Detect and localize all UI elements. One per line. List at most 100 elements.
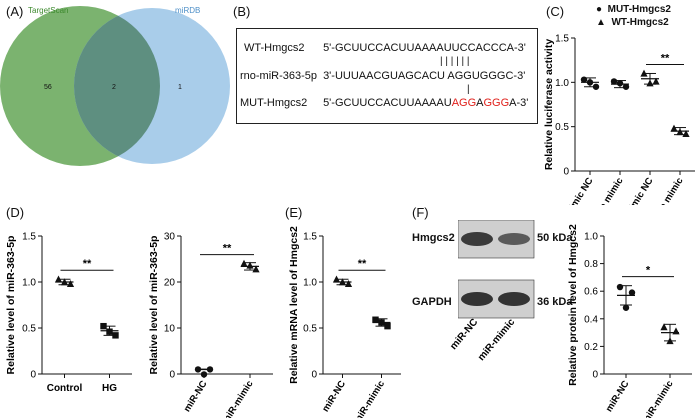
y-tick-label: 0.4 bbox=[584, 314, 598, 325]
blot-size-hmgcs2: 50 kDa bbox=[537, 232, 573, 244]
sequence-box bbox=[236, 28, 538, 124]
panel-d-label: (D) bbox=[6, 205, 25, 220]
legend-triangle-icon: ▲ bbox=[596, 17, 606, 28]
venn-diagram: TargetScan miRDB 56 2 1 bbox=[0, 6, 230, 166]
legend-circle-icon: ● bbox=[596, 4, 603, 15]
x-tick-label: mimic NC bbox=[563, 176, 596, 205]
panel-e-label: (E) bbox=[285, 205, 303, 220]
seq-mut-suffix: A-3' bbox=[509, 97, 529, 109]
x-tick-label: miR-NC bbox=[320, 379, 348, 414]
blot-band-hmgcs2-nc bbox=[461, 232, 493, 246]
blot-lane-mimic: miR-mimic bbox=[476, 318, 518, 363]
data-point bbox=[332, 275, 341, 283]
blot-band-gapdh-mimic bbox=[498, 292, 530, 306]
data-point bbox=[652, 77, 660, 85]
y-axis-label: Relative level of miR-363-5p bbox=[148, 236, 160, 375]
seq-row-mut: MUT-Hmgcs2 5'-GCUUCCACUUAAAAUAGGAGGGA-3' bbox=[240, 97, 528, 109]
data-point bbox=[384, 322, 391, 330]
pairing-marks: | | | | | | bbox=[440, 56, 470, 67]
western-blot bbox=[458, 220, 535, 319]
seq-mut-prefix: 5'-GCUUCCACUUAAAAU bbox=[323, 97, 452, 109]
y-tick-label: 0.6 bbox=[584, 287, 598, 298]
venn-overlap-count: 2 bbox=[112, 84, 116, 91]
legend-mut-label: MUT-Hmgcs2 bbox=[607, 4, 671, 15]
data-point bbox=[60, 278, 69, 286]
data-point bbox=[206, 366, 214, 373]
seq-mut-mid: A bbox=[476, 97, 484, 109]
venn-right-title: miRDB bbox=[175, 6, 200, 15]
x-tick-label: miR-NC bbox=[604, 379, 632, 414]
data-point bbox=[54, 275, 63, 283]
data-point bbox=[592, 83, 600, 90]
y-tick-label: 0 bbox=[592, 370, 598, 381]
x-tick-label: mimic NC bbox=[623, 176, 656, 205]
data-point bbox=[106, 328, 113, 335]
data-point bbox=[670, 124, 678, 132]
blot-lane-nc: miR-NC bbox=[448, 318, 480, 352]
y-tick-label: 0 bbox=[30, 370, 36, 381]
data-point bbox=[100, 322, 107, 330]
y-tick-label: 1.5 bbox=[22, 232, 36, 243]
y-tick-label: 0 bbox=[311, 370, 317, 381]
data-point bbox=[252, 265, 260, 273]
x-tick-label: HG bbox=[102, 383, 117, 394]
y-tick-label: 0.5 bbox=[22, 324, 36, 335]
data-point bbox=[646, 79, 654, 87]
significance-label: * bbox=[646, 265, 651, 277]
data-point bbox=[200, 371, 208, 378]
y-axis-label: Relative luciferase activity bbox=[543, 39, 555, 170]
venn-left-count: 56 bbox=[44, 84, 52, 91]
seq-mirna: 3'-UUUAACGUAGCACU AGGUGGGC-3' bbox=[323, 70, 526, 82]
panel-c-label: (C) bbox=[546, 4, 565, 19]
data-point bbox=[666, 337, 674, 345]
data-point bbox=[610, 78, 618, 85]
y-tick-label: 0.8 bbox=[584, 259, 598, 270]
seq-wt: 5'-GCUUCCACUUAAAAUUCCACCCA-3' bbox=[323, 42, 526, 54]
x-tick-label: miR-mimic bbox=[220, 379, 255, 418]
y-tick-label: 20 bbox=[164, 278, 176, 289]
y-tick-label: 0.5 bbox=[555, 122, 569, 133]
panel-f-label: (F) bbox=[412, 205, 429, 220]
data-point bbox=[372, 316, 379, 323]
seq-row-mirna: rno-miR-363-5p 3'-UUUAACGUAGCACU AGGUGGG… bbox=[240, 70, 525, 82]
data-point bbox=[378, 319, 385, 326]
y-axis-label: Relative mRNA level of Hmgcs2 bbox=[288, 226, 300, 384]
data-point bbox=[622, 304, 630, 311]
y-axis-label: Relative level of miR-363-5p bbox=[5, 236, 17, 375]
seq-mut-site-2: GGG bbox=[483, 97, 510, 109]
blot-band-gapdh-nc bbox=[461, 292, 493, 306]
data-point bbox=[240, 259, 248, 267]
legend-wt-label: WT-Hmgcs2 bbox=[611, 17, 669, 28]
y-tick-label: 1.0 bbox=[584, 232, 598, 243]
y-tick-label: 1.5 bbox=[303, 232, 317, 243]
y-tick-label: 0 bbox=[563, 167, 569, 178]
seq-name-mirna: rno-miR-363-5p bbox=[240, 70, 318, 82]
legend-wt: ▲ WT-Hmgcs2 bbox=[596, 17, 669, 28]
data-point bbox=[682, 129, 690, 137]
data-point bbox=[622, 83, 630, 90]
venn-right-count: 1 bbox=[178, 84, 182, 91]
y-tick-label: 1.5 bbox=[555, 34, 569, 45]
data-point bbox=[66, 280, 75, 288]
y-tick-label: 30 bbox=[164, 232, 176, 243]
blot-size-gapdh: 36 kDa bbox=[537, 296, 573, 308]
x-tick-label: miR-mimic bbox=[352, 379, 387, 418]
blot-lane-labels: miR-NC miR-mimic bbox=[448, 318, 518, 363]
seq-row-wt: WT-Hmgcs2 5'-GCUUCCACUUAAAAUUCCACCCA-3' bbox=[244, 42, 526, 54]
y-tick-label: 1.0 bbox=[22, 278, 36, 289]
data-point bbox=[246, 261, 254, 269]
data-point bbox=[676, 128, 684, 136]
data-point bbox=[586, 79, 594, 86]
data-point bbox=[338, 278, 347, 286]
y-tick-label: 0.5 bbox=[303, 324, 317, 335]
x-tick-label: miR-NC bbox=[182, 379, 210, 414]
blot-label-hmgcs2: Hmgcs2 bbox=[412, 232, 455, 244]
y-tick-label: 0 bbox=[169, 370, 175, 381]
data-point bbox=[672, 327, 680, 335]
data-point bbox=[344, 280, 353, 288]
venn-overlap bbox=[74, 8, 160, 164]
y-tick-label: 0.2 bbox=[584, 342, 598, 353]
venn-left-title: TargetScan bbox=[28, 6, 68, 15]
y-tick-label: 10 bbox=[164, 324, 176, 335]
